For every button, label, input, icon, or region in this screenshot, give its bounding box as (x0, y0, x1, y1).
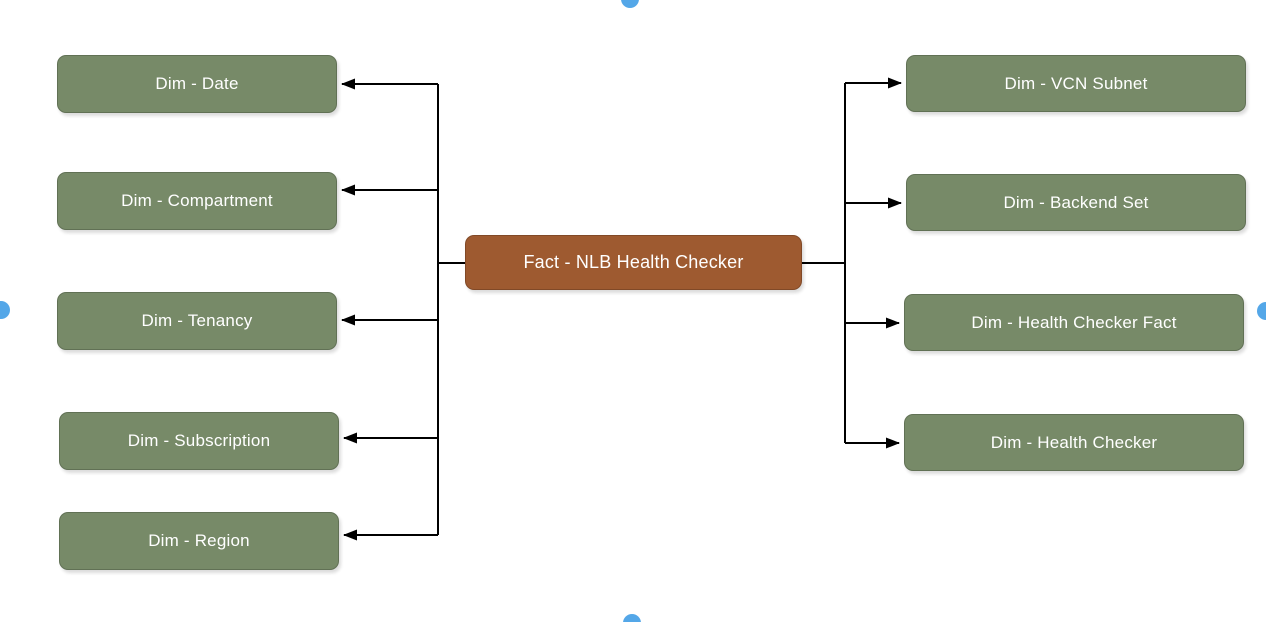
canvas-handle-dot-right[interactable] (1257, 302, 1266, 320)
node-dim-health-checker[interactable]: Dim - Health Checker (904, 414, 1244, 471)
canvas-handle-dot-top[interactable] (621, 0, 639, 8)
node-fact-nlb-health-checker[interactable]: Fact - NLB Health Checker (465, 235, 802, 290)
node-dim-compartment[interactable]: Dim - Compartment (57, 172, 337, 230)
node-label: Fact - NLB Health Checker (523, 252, 744, 272)
node-dim-tenancy[interactable]: Dim - Tenancy (57, 292, 337, 350)
canvas-handle-dot-left[interactable] (0, 301, 10, 319)
node-label: Dim - Subscription (127, 431, 271, 450)
node-dim-vcn-subnet[interactable]: Dim - VCN Subnet (906, 55, 1246, 112)
node-dim-health-checker-fact[interactable]: Dim - Health Checker Fact (904, 294, 1244, 351)
node-dim-backend-set[interactable]: Dim - Backend Set (906, 174, 1246, 231)
node-label: Dim - Compartment (121, 191, 273, 210)
node-label: Dim - VCN Subnet (1004, 73, 1148, 93)
node-dim-region[interactable]: Dim - Region (59, 512, 339, 570)
canvas-handle-dot-bottom[interactable] (623, 614, 641, 622)
node-label: Dim - Region (148, 531, 250, 550)
node-label: Dim - Backend Set (1003, 192, 1149, 212)
node-dim-subscription[interactable]: Dim - Subscription (59, 412, 339, 470)
node-label: Dim - Date (155, 74, 239, 93)
node-label: Dim - Tenancy (141, 311, 253, 330)
node-label: Dim - Health Checker (990, 432, 1158, 452)
node-label: Dim - Health Checker Fact (971, 312, 1177, 332)
node-dim-date[interactable]: Dim - Date (57, 55, 337, 113)
